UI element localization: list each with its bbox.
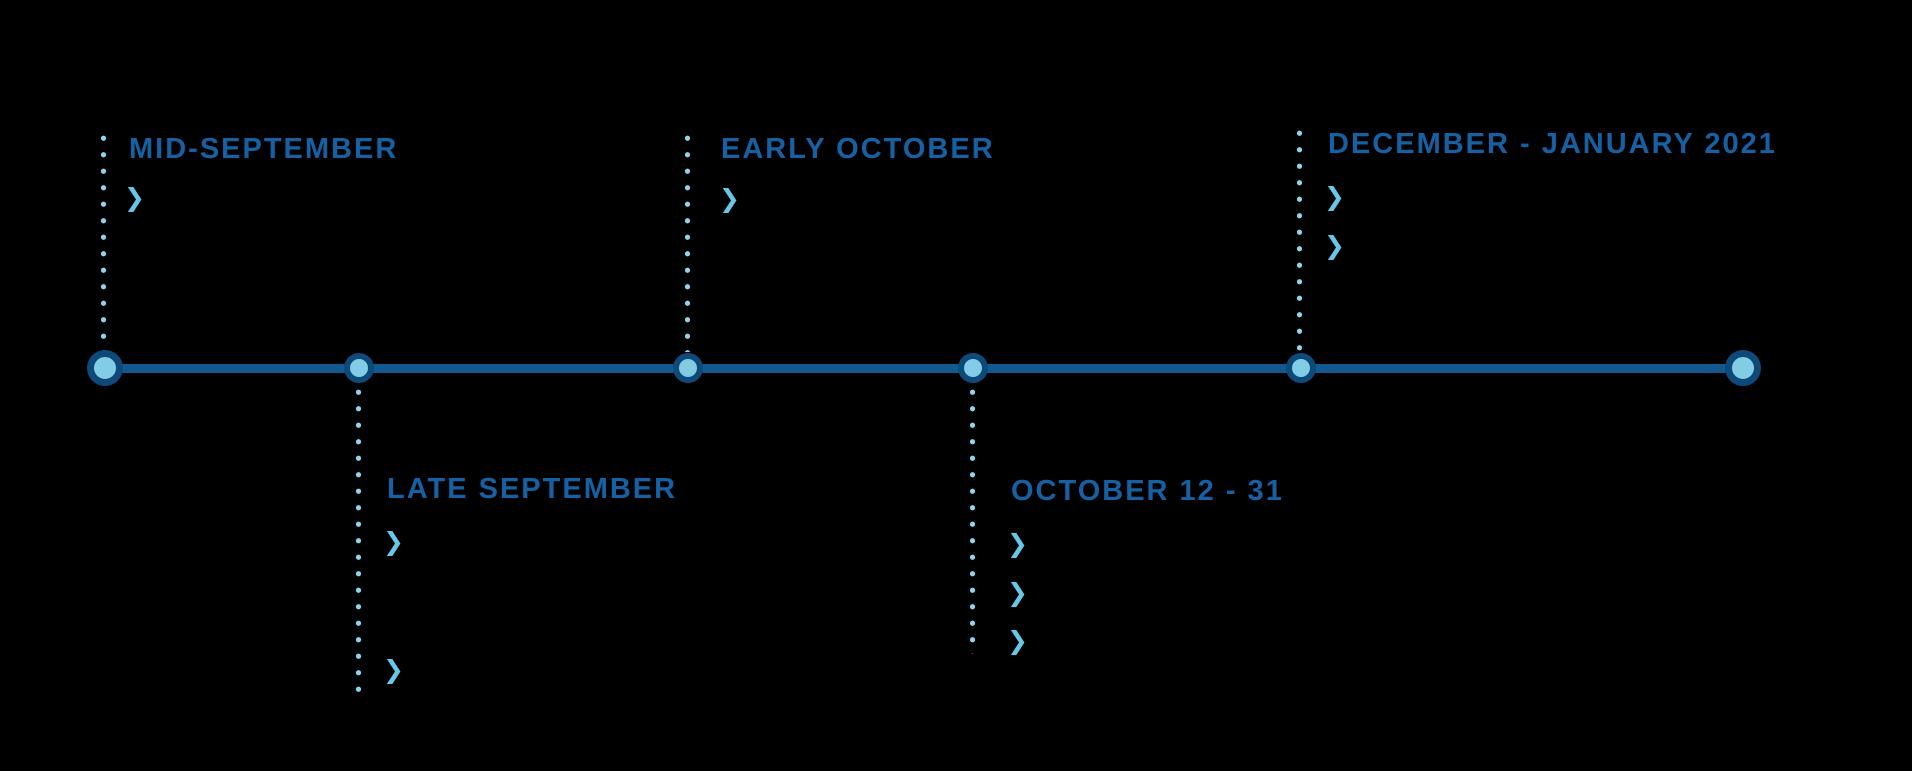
chevron-icon: ❯	[383, 527, 404, 556]
dotted-connector-mid-september	[100, 130, 107, 352]
dotted-connector-early-october	[684, 130, 691, 352]
timeline-node-october-12-31	[958, 353, 988, 383]
chevron-icon: ❯	[383, 655, 404, 684]
dotted-connector-december-january	[1296, 125, 1303, 352]
dotted-connector-october-12-31	[969, 384, 976, 654]
timeline-node-december-january	[1286, 353, 1316, 383]
timeline-node-late-september	[344, 353, 374, 383]
timeline-node-early-october	[673, 353, 703, 383]
event-label-late-september: LATE SEPTEMBER	[387, 473, 678, 505]
event-label-october-12-31: OCTOBER 12 - 31	[1011, 475, 1284, 507]
event-label-mid-september: MID-SEPTEMBER	[129, 133, 399, 165]
chevron-icon: ❯	[1007, 626, 1028, 655]
chevron-icon: ❯	[1324, 182, 1345, 211]
timeline-axis	[100, 364, 1748, 373]
timeline-node-start	[87, 350, 123, 386]
chevron-icon: ❯	[124, 183, 145, 212]
chevron-icon: ❯	[1007, 578, 1028, 607]
timeline-node-end	[1725, 350, 1761, 386]
chevron-icon: ❯	[719, 184, 740, 213]
chevron-icon: ❯	[1007, 529, 1028, 558]
event-label-december-january-2021: DECEMBER - JANUARY 2021	[1328, 128, 1777, 160]
chevron-icon: ❯	[1324, 231, 1345, 260]
dotted-connector-late-september	[355, 384, 362, 692]
event-label-early-october: EARLY OCTOBER	[721, 133, 995, 165]
